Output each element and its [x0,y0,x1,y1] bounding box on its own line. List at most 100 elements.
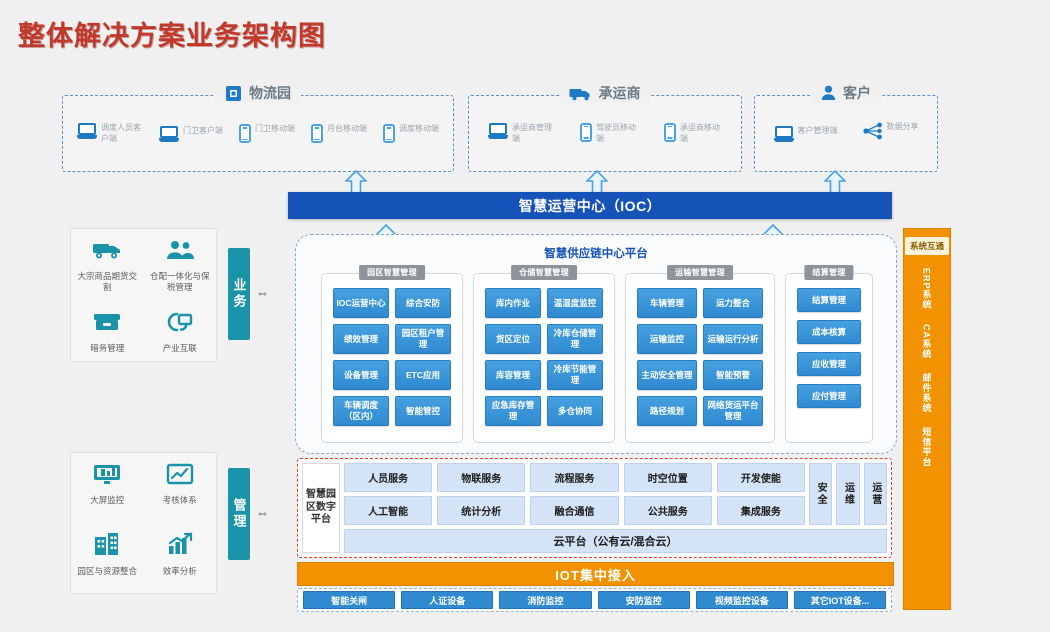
capability-cell[interactable]: 效率分析 [144,522,217,593]
truck-icon [569,86,592,101]
column-header: 结算管理 [804,265,854,280]
system-item[interactable]: ERP系统 [921,268,932,310]
client-endpoint[interactable]: 调度移动端 [383,124,439,143]
client-endpoint[interactable]: 客户管理端 [773,125,838,142]
device-tile[interactable]: 消防监控 [499,591,592,609]
service-tile[interactable]: 时空位置 [623,463,712,492]
module-card[interactable]: 绩效管理 [333,324,389,354]
module-card[interactable]: 运输运行分析 [703,324,763,354]
client-endpoint[interactable]: 承运商管理端 [488,122,554,145]
module-card[interactable]: 车辆调度（区内） [333,396,389,426]
client-endpoint-label: 承运商管理端 [512,122,552,143]
module-card[interactable]: 园区租户管理 [395,324,451,354]
band-business: 业务 [228,248,250,340]
module-card[interactable]: 智能预警 [703,360,763,390]
client-group-header: 物流园 [215,83,301,103]
client-endpoint[interactable]: 调度人员客户端 [77,122,143,145]
module-card[interactable]: ETC应用 [395,360,451,390]
module-card[interactable]: 网络货运平台管理 [703,396,763,426]
column-header: 仓储智慧管理 [511,265,577,280]
capability-cell[interactable]: 园区与资源整合 [71,522,144,593]
pillar-tile[interactable]: 运营 [863,463,887,525]
device-tile[interactable]: 安防监控 [597,591,690,609]
module-card[interactable]: 应付管理 [797,384,861,408]
phone-icon [580,122,592,142]
module-card[interactable]: 货区定位 [485,324,541,354]
module-card[interactable]: 应收管理 [797,352,861,376]
system-item[interactable]: 短信平台 [921,426,932,467]
device-tile[interactable]: 视频监控设备 [695,591,788,609]
service-tile[interactable]: 人工智能 [344,496,433,525]
service-tile[interactable]: 公共服务 [623,496,712,525]
device-tile[interactable]: 其它IOT设备... [793,591,887,609]
pillar-tile[interactable]: 运维 [836,463,860,525]
platform-column-warehouse: 仓储智慧管理 库内作业 温湿度监控 货区定位 冷库仓储管理 库容管理 冷库节能管… [473,265,615,443]
laptop-icon [159,125,179,142]
capability-cell[interactable]: 仓配一体化与保税管理 [144,229,217,301]
module-card[interactable]: 主动安全管理 [637,360,697,390]
cloud-platform-tile[interactable]: 云平台（公有云/混合云） [344,529,887,553]
flow-arrow-up-customer [824,170,846,194]
capability-label: 大屏监控 [90,495,125,505]
service-tile[interactable]: 集成服务 [716,496,806,525]
module-card[interactable]: 运输监控 [637,324,697,354]
module-card[interactable]: 路径规划 [637,396,697,426]
capability-cell[interactable]: 暗务管理 [71,301,144,361]
client-endpoint[interactable]: 数据分享 [862,122,919,145]
service-tile[interactable]: 开发使能 [716,463,806,492]
client-endpoint-label: 门卫移动端 [255,124,295,133]
page-title: 整体解决方案业务架构图 [18,21,326,51]
client-group-header: 客户 [811,83,881,103]
module-card[interactable]: 冷库仓储管理 [547,324,603,354]
client-endpoint-label: 月台移动端 [327,124,367,133]
service-tile[interactable]: 人员服务 [344,463,433,492]
capability-label: 考核体系 [162,495,197,505]
service-tile[interactable]: 统计分析 [437,496,526,525]
capability-label: 产业互联 [162,342,197,353]
device-tile[interactable]: 智能关闸 [303,591,396,609]
module-card[interactable]: IOC运营中心 [333,288,389,318]
client-endpoint[interactable]: 驾驶员移动端 [580,122,638,145]
pillar-tile[interactable]: 安全 [809,463,833,525]
client-endpoint[interactable]: 月台移动端 [311,124,367,143]
client-endpoint[interactable]: 门卫客户端 [159,125,223,142]
module-card[interactable]: 运力整合 [703,288,763,318]
module-card[interactable]: 设备管理 [333,360,389,390]
capability-label: 仓配一体化与保税管理 [149,271,210,293]
capability-cell[interactable]: 大屏监控 [71,453,144,522]
module-card[interactable]: 多仓协同 [547,396,603,426]
system-item[interactable]: CA系统 [921,323,932,359]
capability-cell[interactable]: 考核体系 [144,453,217,522]
laptop-icon [77,122,97,139]
module-card[interactable]: 综合安防 [395,288,451,318]
truck-goods-icon [92,239,122,266]
module-card[interactable]: 应急库存管理 [485,396,541,426]
module-card[interactable]: 冷库节能管理 [547,360,603,390]
service-tile[interactable]: 流程服务 [530,463,619,492]
system-item[interactable]: 邮件系统 [921,372,932,413]
service-tile[interactable]: 物联服务 [437,463,526,492]
service-tile[interactable]: 融合通信 [530,496,619,525]
client-endpoint-label: 驾驶员移动端 [596,122,636,143]
capability-cell[interactable]: 产业互联 [144,301,217,361]
client-endpoint[interactable]: 门卫移动端 [239,124,295,143]
module-card[interactable]: 车辆管理 [637,288,697,318]
module-card[interactable]: 结算管理 [797,288,861,312]
device-tile[interactable]: 人证设备 [401,591,494,609]
module-card[interactable]: 库容管理 [485,360,541,390]
module-card[interactable]: 库内作业 [485,288,541,318]
module-card[interactable]: 智能管控 [395,396,451,426]
growth-chart-icon [166,532,194,561]
module-card[interactable]: 温湿度监控 [547,288,603,318]
business-capability-panel: 大宗商品期货交割 仓配一体化与保税管理 暗务管理 产业互联 [70,228,217,362]
people-icon [165,239,195,266]
capability-label: 效率分析 [162,566,197,576]
client-endpoint[interactable]: 承运商移动端 [664,122,722,145]
double-arrow-management: ⇔ [256,505,269,520]
module-card[interactable]: 成本核算 [797,320,861,344]
phone-icon [311,124,323,143]
capability-cell[interactable]: 大宗商品期货交割 [71,229,144,301]
link-icon [166,311,194,338]
client-group-customer: 客户 客户管理端 数据分享 [754,83,938,172]
